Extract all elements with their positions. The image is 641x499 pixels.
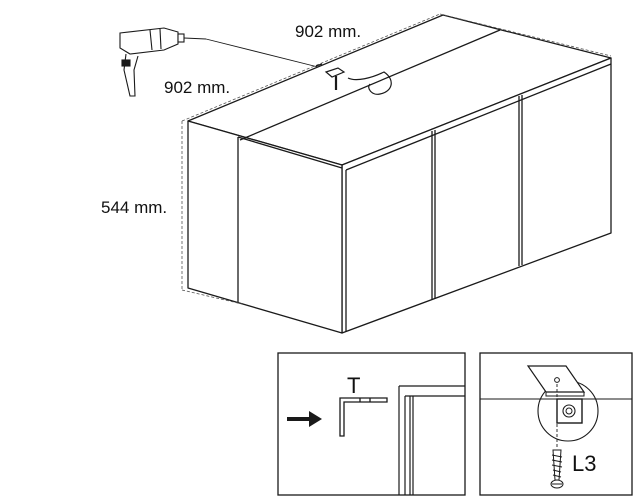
screw-label: L3 xyxy=(572,451,596,476)
detail-box-screw: L3 xyxy=(479,352,633,496)
cabinet xyxy=(187,14,612,334)
dimension-guides xyxy=(181,13,612,305)
depth-dimension-label: 902 mm. xyxy=(164,78,230,97)
detail-box-bracket: T xyxy=(277,352,466,496)
screw-icon xyxy=(550,449,564,489)
drill-guide-line xyxy=(205,38,319,68)
arrow-right-icon xyxy=(287,411,322,427)
height-dimension-label: 544 mm. xyxy=(101,198,167,217)
width-dimension-label: 902 mm. xyxy=(295,22,361,41)
cabinet-left xyxy=(187,120,343,334)
top-seam xyxy=(239,29,501,141)
bracket-label: T xyxy=(347,373,360,398)
front-top-edge xyxy=(345,63,612,171)
bracket-icon xyxy=(315,63,392,95)
drill-icon xyxy=(119,27,207,97)
side-panel-top xyxy=(237,136,343,169)
